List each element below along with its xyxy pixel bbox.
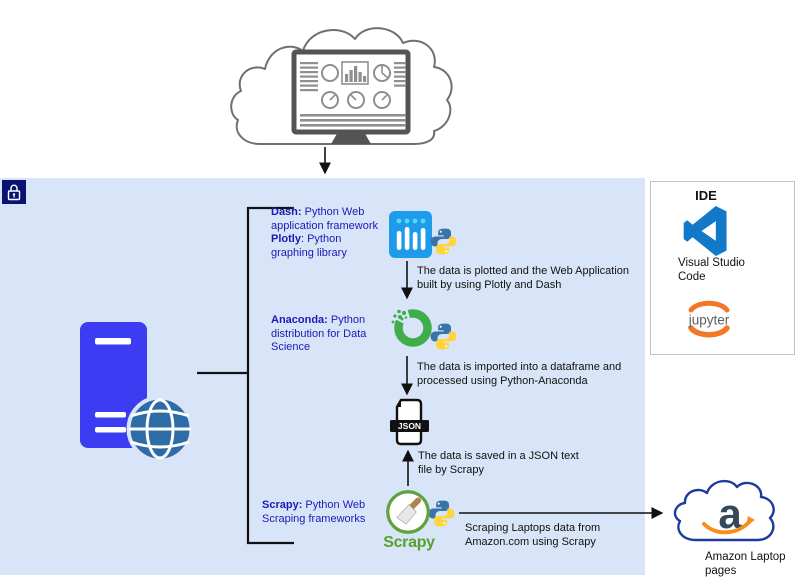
annotation-plotted: The data is plotted and the Web Applicat… — [417, 265, 629, 291]
plotly-dash-icon — [389, 211, 432, 258]
dash-term: Dash: — [271, 206, 302, 218]
globe-icon — [126, 395, 194, 463]
ide-panel: IDE Visual Studio Code jupyter — [650, 181, 795, 355]
ide-panel-title: IDE — [695, 188, 717, 203]
web-server-icon — [80, 322, 194, 463]
jupyter-wordmark: jupyter — [688, 313, 730, 328]
amazon-cloud-caption: Amazon Laptop pages — [705, 551, 786, 577]
plotly-term: Plotly — [271, 233, 301, 245]
label-dash-plotly: Dash: Python Web application framework P… — [271, 206, 378, 259]
annotation-saved: The data is saved in a JSON text file by… — [418, 450, 579, 476]
python-icon — [427, 499, 456, 528]
annotation-scraping: Scraping Laptops data from Amazon.com us… — [465, 522, 601, 548]
anaconda-icon — [391, 309, 432, 347]
web-dashboard-cloud-icon — [230, 27, 453, 145]
scrapy-icon — [386, 490, 430, 534]
anaconda-term: Anaconda: — [271, 314, 328, 326]
vscode-caption: Visual Studio Code — [678, 257, 745, 283]
label-anaconda: Anaconda: Python distribution for Data S… — [271, 314, 367, 353]
json-file-icon: JSON — [390, 398, 429, 446]
scrapy-wordmark: Scrapy — [383, 534, 435, 551]
vscode-icon — [683, 206, 727, 256]
amazon-smile-arrow — [746, 516, 755, 526]
json-file-label: JSON — [398, 421, 421, 431]
label-scrapy: Scrapy: Python Web Scraping frameworks — [262, 499, 366, 525]
scrapy-term: Scrapy: — [262, 499, 303, 511]
dashboard-monitor-icon — [291, 49, 411, 144]
annotation-imported: The data is imported into a dataframe an… — [417, 361, 622, 387]
python-icon — [429, 227, 458, 256]
jupyter-icon: jupyter — [688, 300, 730, 338]
amazon-cloud-icon: a — [673, 479, 775, 542]
lock-icon — [2, 180, 26, 204]
